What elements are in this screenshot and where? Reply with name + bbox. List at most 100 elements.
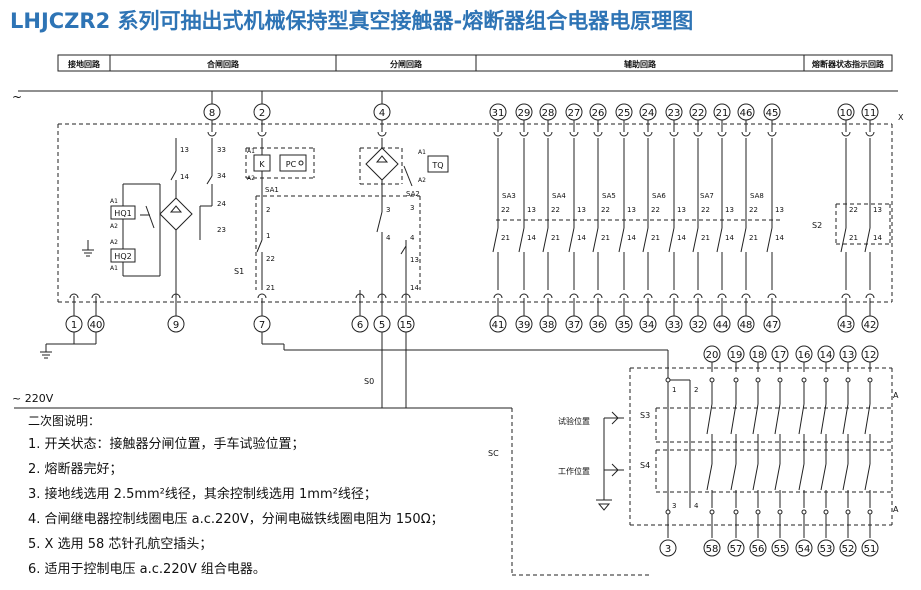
cart-bottom-terminal-53: 53 xyxy=(820,544,833,555)
plug-icon xyxy=(493,131,503,137)
bottom-terminal-33-ring xyxy=(665,315,683,333)
bottom-terminal-37: 37 xyxy=(568,320,581,331)
wire xyxy=(568,227,575,253)
contact-number: 1 xyxy=(672,386,676,394)
plug-icon xyxy=(593,131,603,137)
tq-label: TQ xyxy=(431,161,443,170)
s3-label: S3 xyxy=(640,411,650,420)
bottom-terminal-5-ring xyxy=(373,315,391,333)
contact-number: 21 xyxy=(651,234,660,242)
bottom-terminal-37-ring xyxy=(565,315,583,333)
contact-number: 22 xyxy=(601,206,610,214)
hq2-label: HQ2 xyxy=(114,252,131,261)
socket-icon xyxy=(543,293,553,299)
bottom-terminal-15-ring xyxy=(397,315,415,333)
note-item-2: 2. 熔断器完好； xyxy=(28,462,123,477)
socket-icon xyxy=(91,293,101,299)
cart-top-terminal-19-ring xyxy=(727,345,745,363)
bottom-terminal-7-ring xyxy=(253,315,271,333)
plug-icon xyxy=(207,131,217,137)
wire xyxy=(798,463,805,491)
top-terminal-45: 45 xyxy=(766,108,779,119)
wire xyxy=(692,227,699,253)
wire xyxy=(706,403,713,435)
bottom-terminal-7: 7 xyxy=(259,320,265,331)
contact-dot xyxy=(755,509,761,515)
cart-bottom-terminal-56-ring xyxy=(749,539,767,557)
top-terminal-46: 46 xyxy=(740,108,753,119)
top-terminal-27: 27 xyxy=(568,108,581,119)
cart-top-terminal-12: 12 xyxy=(864,350,877,361)
contact-dot xyxy=(709,377,715,383)
bottom-terminal-1: 1 xyxy=(71,320,77,331)
cart-bottom-terminal-51: 51 xyxy=(864,544,877,555)
socket-icon xyxy=(619,293,629,299)
wire xyxy=(730,463,737,491)
contact-number: 21 xyxy=(701,234,710,242)
note-item-3: 3. 接地线选用 2.5mm²线径，其余控制线选用 1mm²线径； xyxy=(28,487,377,502)
hq1-label: HQ1 xyxy=(114,209,131,218)
notes-block: 二次图说明： 1. 开关状态：接触器分闸位置，手车试验位置； 2. 熔断器完好；… xyxy=(28,410,444,582)
contact-number: 22 xyxy=(551,206,560,214)
contact-number: 2 xyxy=(266,206,270,214)
wire xyxy=(774,403,781,435)
bottom-terminal-39: 39 xyxy=(518,320,531,331)
wire xyxy=(592,227,599,253)
top-terminal-22: 22 xyxy=(692,108,705,119)
bottom-terminal-38-ring xyxy=(539,315,557,333)
rectifier-bridge xyxy=(159,197,193,231)
top-terminal-29: 29 xyxy=(518,108,531,119)
cart-top-terminal-18: 18 xyxy=(752,350,765,361)
top-terminal-4: 4 xyxy=(379,108,385,119)
header-section-1: 合闸回路 xyxy=(206,59,240,69)
contact-number: 3 xyxy=(386,206,390,214)
cart-bottom-terminal-3: 3 xyxy=(665,544,671,555)
top-terminal-24: 24 xyxy=(642,108,655,119)
top-terminal-45-ring xyxy=(763,103,781,121)
wire xyxy=(492,227,499,253)
cart-bottom-terminal-52-ring xyxy=(839,539,857,557)
plug-icon xyxy=(865,131,875,137)
wire xyxy=(706,463,713,491)
cart-bottom-terminal-55: 55 xyxy=(774,544,787,555)
cart-top-terminal-13-ring xyxy=(839,345,857,363)
contact-number: 22 xyxy=(849,206,858,214)
cart-bottom-terminal-57: 57 xyxy=(730,544,743,555)
wire xyxy=(170,170,177,181)
bottom-terminal-36: 36 xyxy=(592,320,605,331)
s1-label: S1 xyxy=(234,267,244,276)
contact-number: 24 xyxy=(217,200,226,208)
bottom-terminal-33: 33 xyxy=(668,320,681,331)
top-terminal-8: 8 xyxy=(209,108,215,119)
plug-icon xyxy=(741,131,751,137)
contact-number: 13 xyxy=(577,206,586,214)
contact-dot xyxy=(823,377,829,383)
header-frame xyxy=(57,54,893,72)
contact-number: 21 xyxy=(849,234,858,242)
ac-top-label: ~ xyxy=(12,90,22,104)
contact-number: 14 xyxy=(577,234,586,242)
bottom-terminal-44-ring xyxy=(713,315,731,333)
contact-dot xyxy=(665,377,671,383)
contact-number: 22 xyxy=(651,206,660,214)
wire xyxy=(864,403,871,435)
top-terminal-25-ring xyxy=(615,103,633,121)
header-section-4: 熔断器状态指示回路 xyxy=(812,59,885,69)
cart-bottom-terminal-51-ring xyxy=(861,539,879,557)
plug-icon xyxy=(257,131,267,137)
a2-label: A2 xyxy=(247,175,255,182)
note-item-1: 1. 开关状态：接触器分闸位置，手车试验位置； xyxy=(28,437,305,452)
socket-icon xyxy=(569,293,579,299)
bottom-terminal-47: 47 xyxy=(766,320,779,331)
socket-icon xyxy=(767,293,777,299)
top-terminal-2-ring xyxy=(253,103,271,121)
plug-icon xyxy=(841,131,851,137)
contact-dot xyxy=(733,509,739,515)
bottom-terminal-43-ring xyxy=(837,315,855,333)
contact-number: 14 xyxy=(627,234,636,242)
plug-icon xyxy=(519,131,529,137)
cart-bottom-terminal-53-ring xyxy=(817,539,835,557)
socket-icon xyxy=(593,293,603,299)
bottom-terminal-39-ring xyxy=(515,315,533,333)
aux-switch-sa8: SA8 xyxy=(750,192,764,200)
